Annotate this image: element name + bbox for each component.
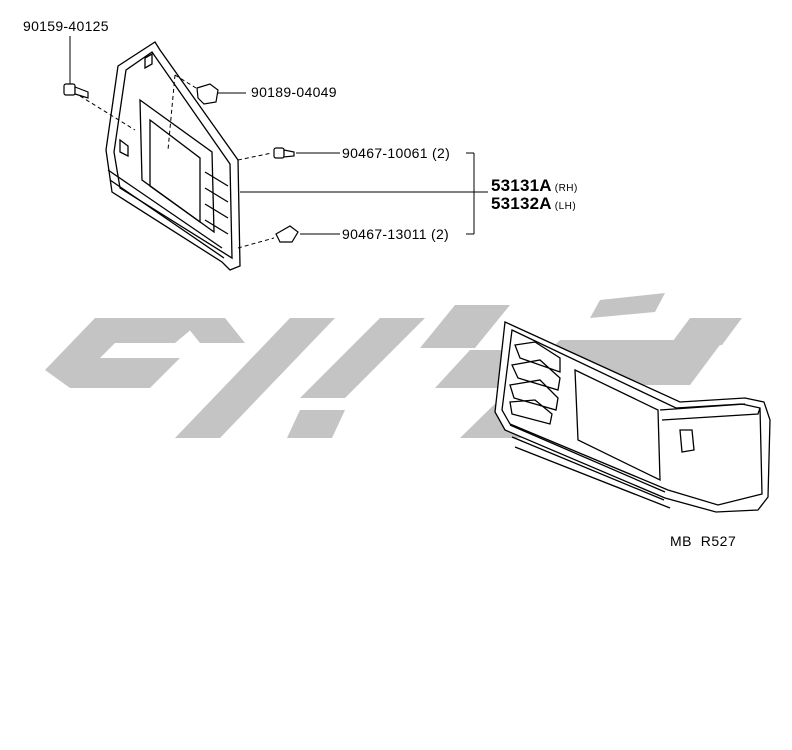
label-screw-top: 90159-40125 [23,18,109,34]
clip-low-code: 90467-13011 [342,226,427,242]
screw-mid-code: 90467-10061 [342,145,428,161]
assembly-lh-side: (LH) [554,201,577,212]
clip-low-qty: (2) [431,226,450,242]
assembly-rh-side: (RH) [554,183,578,194]
clip-low-icon [275,225,299,243]
label-clip-low: 90467-13011 (2) [342,226,449,242]
screw-mid-icon [273,147,295,159]
assembly-rh-code: 53131A [491,176,552,195]
leader-lines [69,36,488,235]
grille-assembly [494,321,771,513]
label-assembly-lh: 53132A(LH) [491,194,576,214]
diagram-ref: MB R527 [670,533,737,549]
label-screw-mid: 90467-10061 (2) [342,145,450,161]
clip-top-icon [196,83,219,105]
label-assembly-rh: 53131A(RH) [491,176,578,196]
screw-top-icon [63,83,89,99]
dashed-guides [79,74,275,249]
label-clip-top: 90189-04049 [251,84,337,100]
assembly-lh-code: 53132A [491,194,552,213]
screw-mid-qty: (2) [432,145,451,161]
bracket-upper [105,41,241,271]
